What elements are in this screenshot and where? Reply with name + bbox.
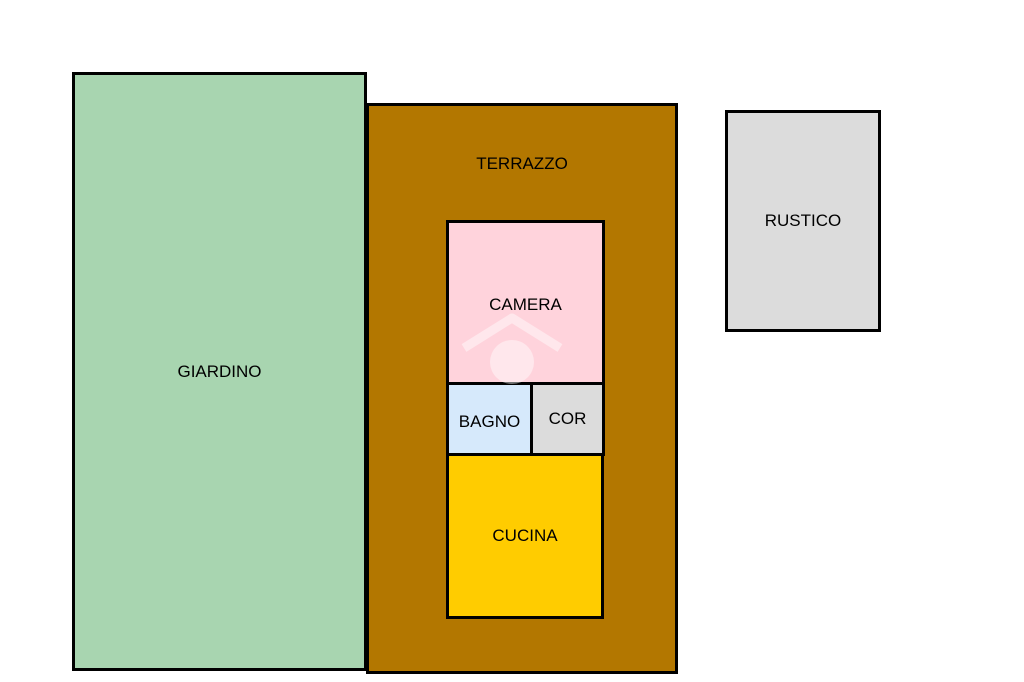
room-label-cor: COR	[548, 409, 587, 428]
room-camera: CAMERA	[446, 220, 605, 385]
room-label-terrazzo: TERRAZZO	[476, 154, 568, 173]
room-label-rustico: RUSTICO	[764, 211, 842, 230]
room-giardino: GIARDINO	[72, 72, 367, 671]
room-cucina: CUCINA	[446, 453, 604, 619]
room-bagno: BAGNO	[446, 382, 533, 456]
room-label-giardino: GIARDINO	[177, 361, 262, 381]
room-label-camera: CAMERA	[489, 294, 562, 314]
room-label-bagno: BAGNO	[458, 412, 521, 431]
room-rustico: RUSTICO	[725, 110, 881, 332]
room-cor: COR	[530, 382, 605, 456]
room-label-cucina: CUCINA	[492, 526, 558, 545]
